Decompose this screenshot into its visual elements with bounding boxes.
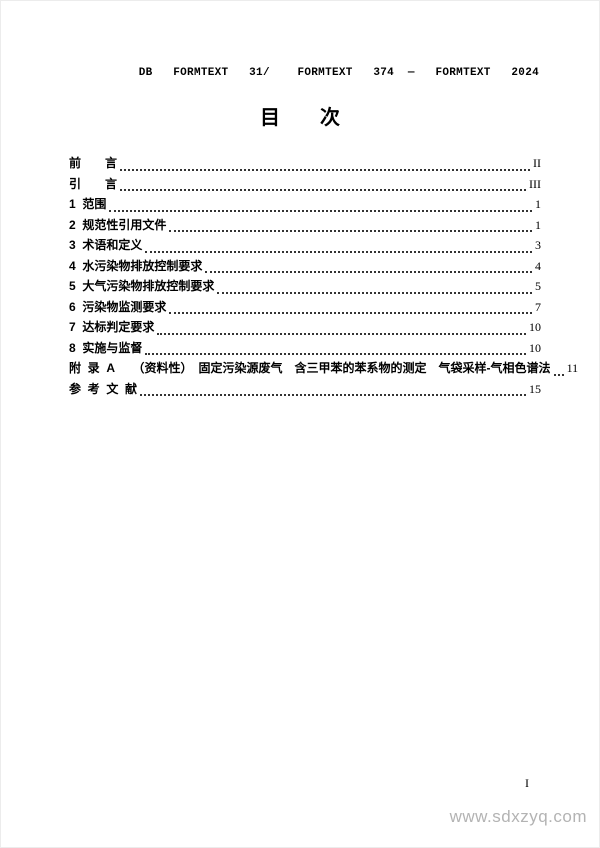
toc-entry-page: 1 <box>535 197 541 211</box>
toc-entry: 5 大气污染物排放控制要求 5 <box>69 277 541 298</box>
toc-entry-label: 8 实施与监督 <box>69 340 143 355</box>
footer-page-number: I <box>525 776 529 790</box>
toc-entry: 参 考 文 献 15 <box>69 380 541 401</box>
toc-entry-label: 1 范围 <box>69 197 107 211</box>
toc-entry-label: 参 考 文 献 <box>69 381 138 396</box>
toc-entry: 1 范围 1 <box>69 195 541 216</box>
toc-entry-page: 3 <box>535 238 541 252</box>
toc-entry-page: 4 <box>535 258 541 273</box>
toc-entry: 7 达标判定要求 10 <box>69 318 541 339</box>
toc-entry-page: III <box>529 176 541 191</box>
toc-entry: 8 实施与监督 10 <box>69 339 541 360</box>
toc-entry: 2 规范性引用文件 1 <box>69 216 541 237</box>
toc-entry-page: 5 <box>535 279 541 293</box>
toc-entry-label: 6 污染物监测要求 <box>69 299 167 314</box>
toc-entry-label: 4 水污染物排放控制要求 <box>69 258 203 273</box>
toc-dot-leader <box>109 209 532 212</box>
toc-dot-leader <box>217 291 532 294</box>
toc-entry: 前 言 II <box>69 154 541 175</box>
toc-entry-page: 15 <box>529 381 541 396</box>
toc-dot-leader <box>120 189 526 191</box>
toc-entry: 4 水污染物排放控制要求 4 <box>69 257 541 278</box>
toc-entry: 3 术语和定义 3 <box>69 236 541 257</box>
toc-entry-page: 10 <box>529 340 541 355</box>
toc-entry-page: 10 <box>529 320 541 334</box>
toc-entry-label: 5 大气污染物排放控制要求 <box>69 279 215 293</box>
toc-entry-page: 1 <box>535 217 541 232</box>
toc-entry-label: 附 录 A （资料性） 固定污染源废气 含三甲苯的苯系物的测定 气袋采样-气相色… <box>69 361 551 375</box>
table-of-contents: 前 言 II 引 言 III 1 范围 1 2 规范性引用文件 1 3 术语和定… <box>69 154 578 401</box>
toc-dot-leader <box>553 373 564 376</box>
toc-dot-leader <box>205 271 532 273</box>
toc-entry-page: II <box>533 156 541 170</box>
toc-entry-label: 引 言 <box>69 176 118 191</box>
toc-entry-page: 7 <box>535 299 541 314</box>
toc-entry-label: 2 规范性引用文件 <box>69 217 167 232</box>
standard-number-header: DB FORMTEXT 31/ FORMTEXT 374 — FORMTEXT … <box>138 67 539 79</box>
toc-dot-leader <box>140 394 526 396</box>
toc-dot-leader <box>157 332 526 335</box>
toc-entry-label: 7 达标判定要求 <box>69 320 155 334</box>
toc-dot-leader <box>120 168 530 171</box>
watermark-text: www.sdxzyq.com <box>449 807 587 826</box>
toc-entry: 附 录 A （资料性） 固定污染源废气 含三甲苯的苯系物的测定 气袋采样-气相色… <box>69 359 578 380</box>
page-title: 目 次 <box>260 107 340 129</box>
toc-entry-label: 3 术语和定义 <box>69 238 143 252</box>
toc-entry-label: 前 言 <box>69 156 118 170</box>
toc-entry: 引 言 III <box>69 175 541 196</box>
toc-dot-leader <box>169 230 532 232</box>
toc-dot-leader <box>169 312 532 314</box>
toc-entry-page: 11 <box>566 361 579 375</box>
toc-entry: 6 污染物监测要求 7 <box>69 298 541 319</box>
toc-dot-leader <box>145 250 532 253</box>
toc-dot-leader <box>145 353 526 355</box>
